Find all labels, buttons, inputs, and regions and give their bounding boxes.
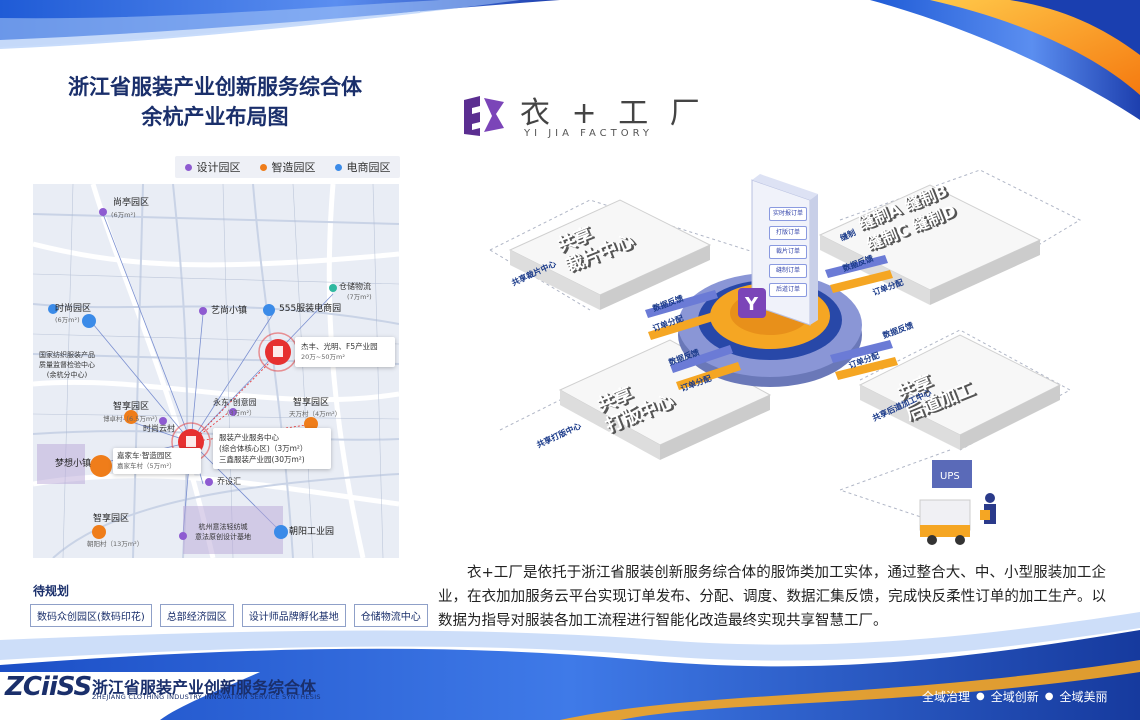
map-label-hangzhou-design: 杭州意法轻纺城 意法原创设计基地: [195, 523, 251, 541]
page-title: 浙江省服装产业创新服务综合体 余杭产业布局图: [30, 72, 400, 132]
ups-label: UPS: [940, 471, 960, 482]
map-label-zhihang-zhuo-area: 博卓村（6.5万m²）: [103, 415, 162, 423]
map-label-dianshang555: 555服装电商园: [279, 304, 342, 314]
panel-top-right: [818, 184, 1042, 305]
planned-title: 待规划: [33, 584, 70, 598]
map-card-jiajia: 嘉家车·智造园区 嘉家车村（5万m²）: [113, 448, 201, 474]
footer-slogans: 全域治理 ● 全域创新 ● 全域美丽: [922, 688, 1108, 705]
slogan-item: 全域美丽: [1059, 690, 1108, 704]
map-label-zhixiang2: 智享园区: [93, 514, 130, 524]
design-dot-icon: [184, 163, 192, 171]
map-label-jianchao: 乔设汇: [217, 477, 241, 486]
map-label-yongdong-area: （3万m²）: [223, 409, 256, 417]
map-label-yongdong: 永东"创意园: [213, 398, 257, 407]
map-label-shibao: 时尚园区: [55, 304, 92, 314]
description: 衣+工厂是依托于浙江省服装创新服务综合体的服饰类加工实体，通过整合大、中、小型服…: [438, 565, 1106, 629]
map-label-cangchu-area: (7万m²): [347, 293, 372, 301]
screen-item: 后道订单: [769, 283, 807, 297]
map-label-zhihang-zhuo: 智享园区: [113, 402, 150, 412]
map-label-zhihang-tian-area: 天万村（4万m²）: [289, 410, 342, 418]
brand-sub: YI JIA FACTORY: [524, 128, 654, 139]
map-card-hub: 服装产业服务中心 (综合体核心区)（3万m²） 三鑫服装产业园(30万m²): [213, 428, 331, 469]
planned-item: 数码众创园区(数码印花): [30, 604, 152, 627]
slogan-item: 全域创新: [990, 690, 1039, 704]
bullet-icon: ●: [1044, 691, 1054, 702]
map-card-jiefeng: 杰丰、光明、F5产业园 20万~50万m²: [295, 337, 395, 367]
map-label-shishang-yun: 时尚云村: [143, 424, 175, 433]
planned-item: 总部经济园区: [159, 604, 234, 627]
map-label-chaoyang: 朝阳工业园: [289, 527, 335, 537]
planned-item: 设计师品牌孵化基地: [241, 604, 346, 627]
brand-name: 衣 + 工 厂: [520, 96, 706, 131]
legend-design: 设计园区: [184, 159, 241, 175]
screen-item: 缝制订单: [769, 264, 807, 278]
legend-ecommerce: 电商园区: [334, 159, 391, 175]
screen-item: 打版订单: [769, 226, 807, 240]
map-label-shangting-area: (6万m²): [111, 211, 136, 219]
footer-name-cn: 浙江省服装产业创新服务综合体: [92, 678, 317, 697]
industry-layout-map: 尚亭园区 (6万m²) 时尚园区 (6万m²) 国家纺织服装产品 质量监督检验中…: [33, 184, 399, 558]
manufacture-dot-icon: [259, 163, 267, 171]
panel-bottom-right: [858, 334, 1062, 450]
footer-logo: ZCiiSS: [5, 672, 92, 702]
yijia-logo-icon: [464, 96, 504, 136]
title-line2: 余杭产业布局图: [141, 105, 289, 129]
bullet-icon: ●: [976, 691, 985, 702]
map-label-cangchu: 仓储物流: [339, 282, 371, 291]
panel-top-left: [508, 199, 712, 310]
slogan-item: 全域治理: [922, 690, 971, 704]
screen-item: 裁片订单: [769, 245, 807, 259]
map-label-zhihang-tian: 智享园区: [293, 398, 330, 408]
map-label-shangting: 尚亭园区: [113, 198, 150, 208]
planned-list: 数码众创园区(数码印花) 总部经济园区 设计师品牌孵化基地 仓储物流中心: [30, 604, 428, 627]
planned-item: 仓储物流中心: [353, 604, 428, 627]
map-label-guojia: 国家纺织服装产品 质量监督检验中心 (余杭分中心): [39, 351, 95, 379]
map-label-shibao-area: (6万m²): [55, 316, 80, 324]
screen-item: 实时报订单: [769, 207, 807, 221]
map-label-zhixiang2-area: 朝阳村（13万m²）: [87, 540, 144, 548]
factory-diagram: Y UPS: [489, 169, 1082, 545]
ecommerce-dot-icon: [334, 163, 342, 171]
legend-manufacture: 智造园区: [259, 159, 316, 175]
svg-text:Y: Y: [744, 294, 759, 315]
map-label-yishang: 艺尚小镇: [211, 306, 248, 316]
map-legend: 设计园区 智造园区 电商园区: [175, 156, 400, 178]
title-line1: 浙江省服装产业创新服务综合体: [68, 75, 362, 99]
map-label-mengxiang: 梦想小镇: [55, 459, 92, 469]
footer-name-en: ZHEJIANG CLOTHING INDUSTRY INNOVATION SE…: [92, 693, 321, 701]
